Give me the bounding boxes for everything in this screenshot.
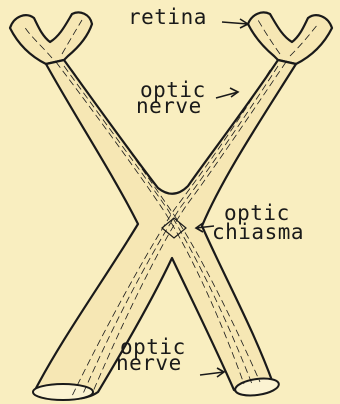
upper-optic-nerve-label-line2: nerve — [136, 94, 202, 118]
lower-optic-nerve-label-line2: nerve — [116, 351, 182, 375]
optic-chiasma-label-line2: chiasma — [212, 220, 304, 244]
retina-label: retina — [128, 5, 207, 29]
